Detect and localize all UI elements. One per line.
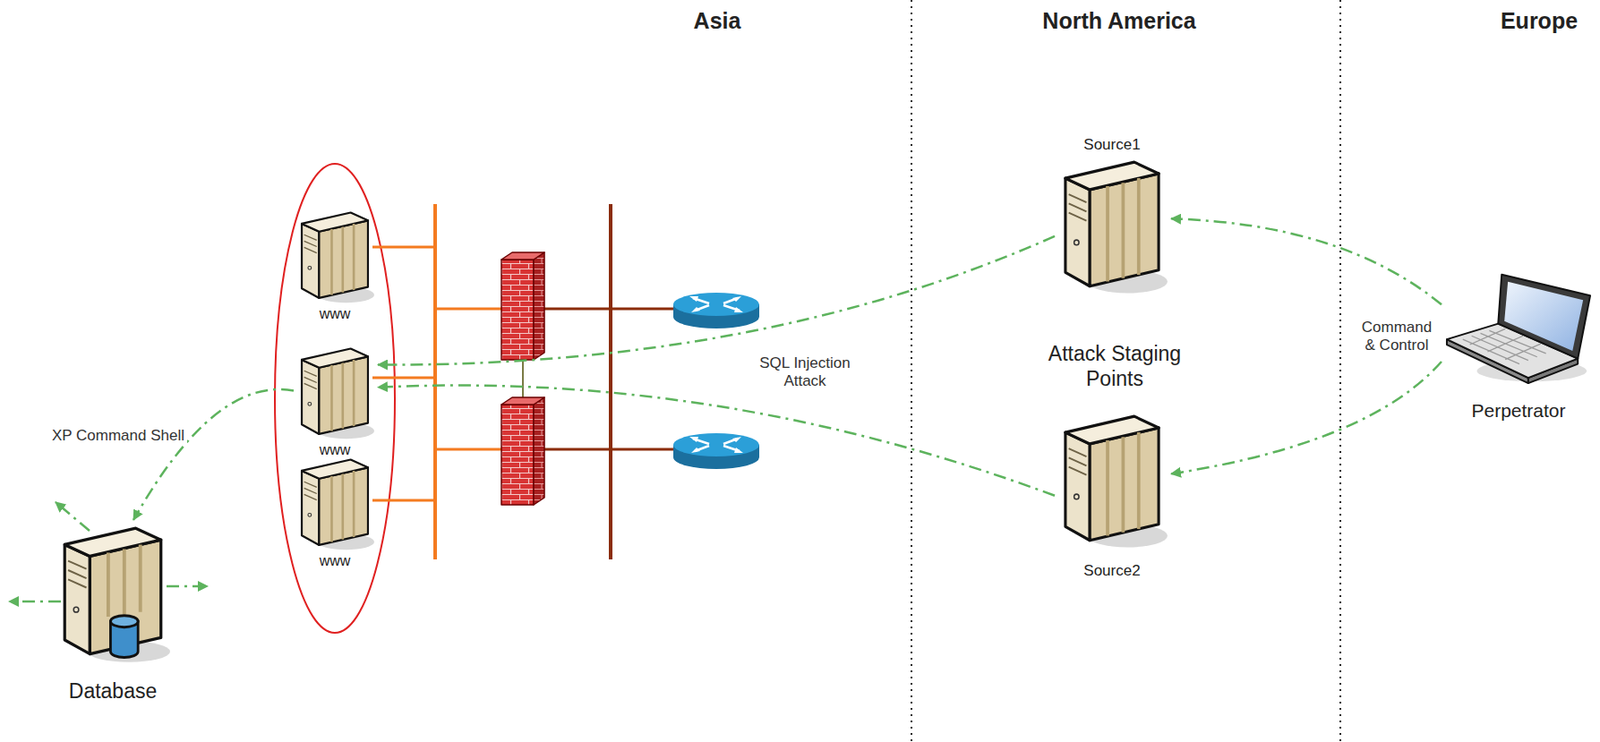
perpetrator-laptop: Perpetrator [1443, 267, 1594, 422]
web-server-icon [295, 456, 375, 552]
web-server: www [295, 209, 375, 323]
staging-server: Source1 [1056, 136, 1168, 296]
database-server-icon [55, 523, 171, 664]
edge-label: XP Command Shell [49, 426, 188, 446]
staging-server-icon [1056, 411, 1168, 550]
attack-path [1171, 218, 1442, 305]
node-label: www [319, 442, 351, 459]
web-cluster-ellipse [274, 163, 395, 634]
attack-path [377, 236, 1055, 366]
staging-server-icon [1056, 157, 1168, 296]
web-server: www [295, 456, 375, 570]
group-label: Attack Staging Points [1029, 342, 1200, 392]
firewall-symbol [501, 397, 545, 505]
router-symbol [673, 292, 760, 329]
node-label: www [319, 553, 351, 570]
perpetrator-laptop-icon [1443, 267, 1594, 386]
staging-server: Source2 [1056, 411, 1168, 581]
database-server: Database [55, 523, 171, 703]
region-separators [911, 0, 1341, 742]
web-server: www [295, 345, 375, 459]
attack-path [133, 389, 294, 521]
web-server-icon [295, 345, 375, 441]
edge-label: Command & Control [1356, 317, 1438, 357]
edge-label: SQL Injection Attack [744, 353, 866, 393]
region-title: North America [1042, 7, 1196, 35]
node-label: www [319, 306, 351, 323]
web-server-icon [295, 209, 375, 305]
node-label: Perpetrator [1471, 400, 1566, 422]
node-label: Source2 [1083, 562, 1140, 581]
node-label: Database [68, 679, 157, 703]
router-symbol [673, 433, 760, 470]
lan-wiring [372, 204, 676, 560]
attack-path [377, 385, 1055, 497]
region-title: Asia [693, 7, 742, 35]
firewall-symbol [501, 252, 545, 360]
node-label: Source1 [1083, 136, 1140, 155]
attack-path [1171, 361, 1442, 474]
region-title: Europe [1500, 7, 1578, 35]
